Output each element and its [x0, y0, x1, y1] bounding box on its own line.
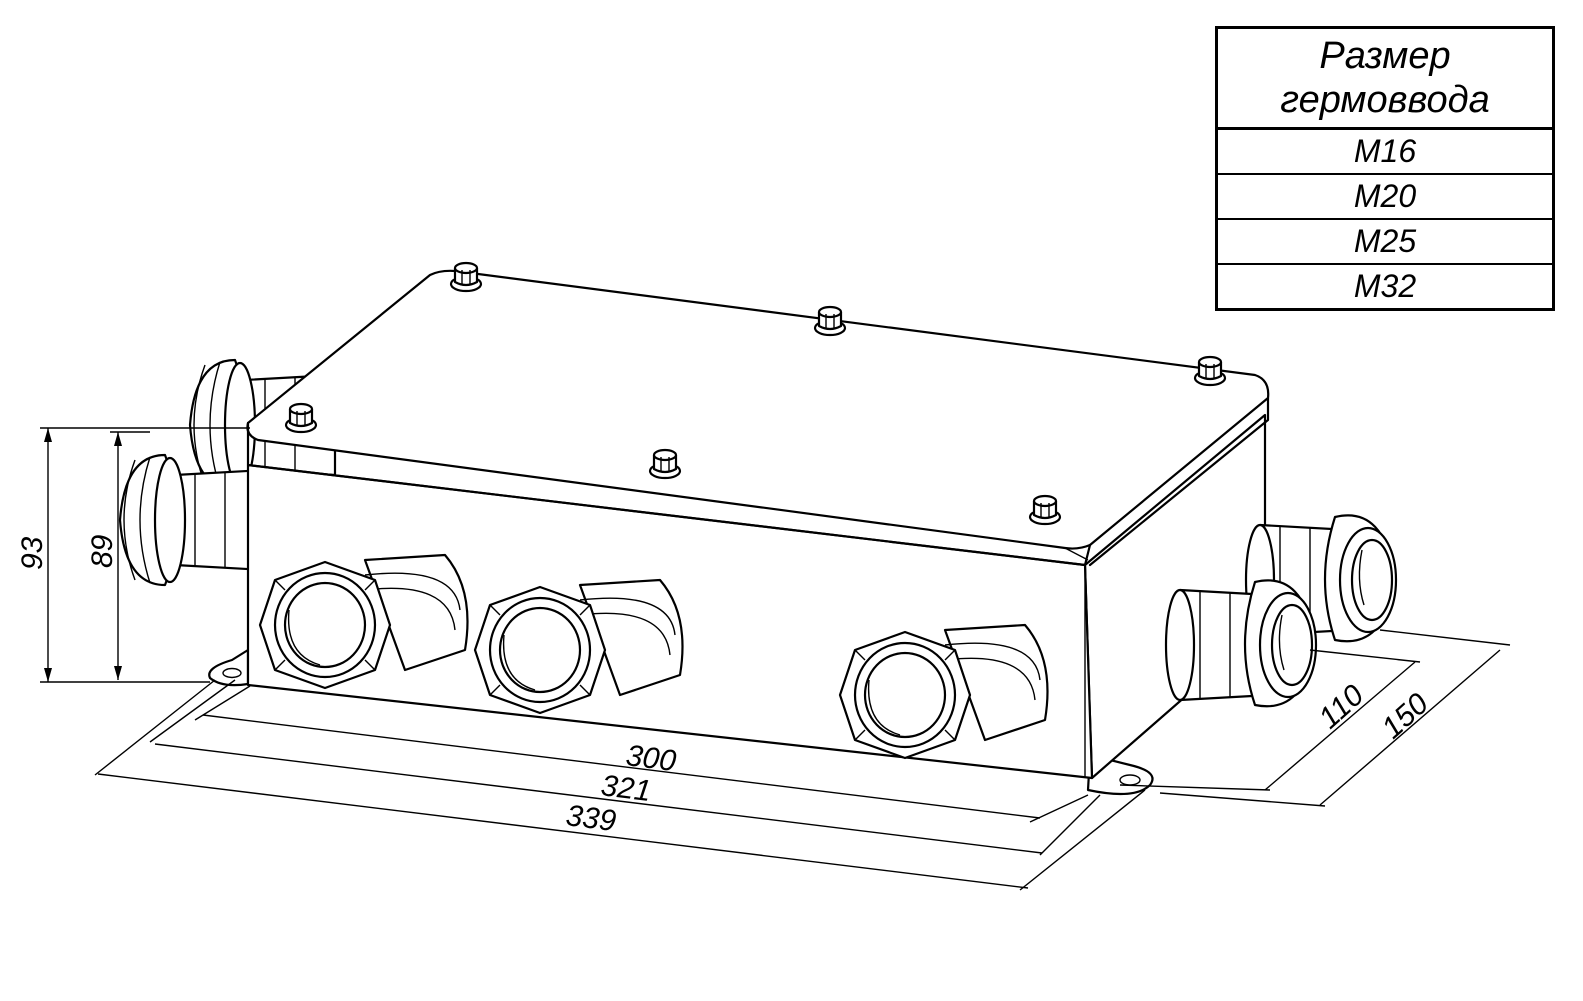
mounting-foot-left: [208, 648, 250, 687]
dim-label-300: 300: [624, 739, 678, 778]
dim-label-93: 93: [16, 536, 49, 570]
table-header-line2: гермоввода: [1280, 79, 1490, 121]
lid-bolt-icon: [284, 402, 318, 434]
table-row-m25: M25: [1215, 218, 1555, 265]
table-header: Размер гермоввода: [1215, 26, 1555, 130]
cable-gland-left-front: [118, 453, 267, 587]
dim-label-89: 89: [86, 534, 119, 568]
gland-size-table: Размер гермоввода M16 M20 M25 M32: [1215, 26, 1555, 311]
lid-bolt-icon: [1028, 494, 1062, 526]
table-header-line1: Размер: [1319, 35, 1451, 77]
lid-bolt-icon: [813, 305, 847, 337]
cable-gland-right-front: [1164, 579, 1318, 708]
table-row-m20: M20: [1215, 173, 1555, 220]
table-row-m16: M16: [1215, 127, 1555, 175]
dim-label-150: 150: [1376, 687, 1436, 745]
lid-bolt-icon: [1193, 355, 1227, 387]
box-lid-front-edge: [246, 421, 1092, 567]
dim-label-110: 110: [1313, 678, 1371, 735]
table-row-m32: M32: [1215, 263, 1555, 311]
lid-bolt-icon: [648, 448, 682, 480]
dim-label-321: 321: [599, 769, 653, 808]
dimension-depth: [1119, 629, 1511, 807]
dimension-height: [40, 427, 250, 683]
dim-label-339: 339: [564, 799, 618, 838]
dimension-length: [94, 679, 1146, 891]
lid-bolt-icon: [449, 261, 483, 293]
